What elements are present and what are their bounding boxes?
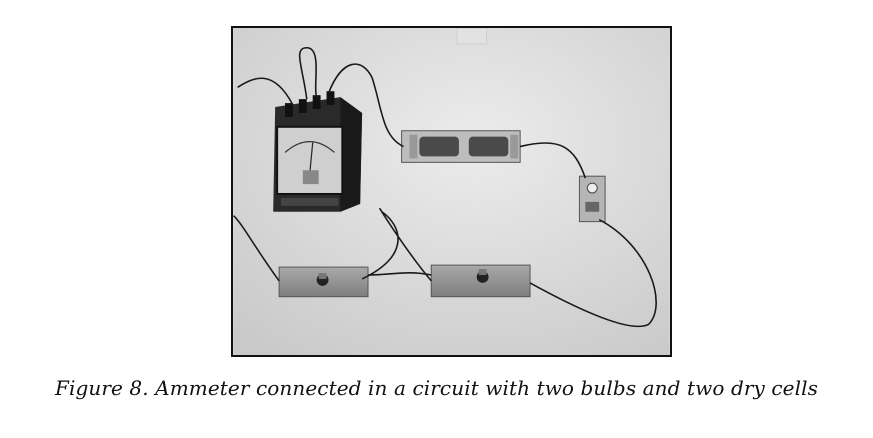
dry-cells <box>401 130 521 163</box>
circuit-photo <box>233 28 670 355</box>
bulb-board-right <box>430 264 531 298</box>
ammeter <box>273 91 363 212</box>
figure-caption: Figure 8. Ammeter connected in a circuit… <box>55 376 818 400</box>
switch <box>578 175 606 223</box>
figure-photo <box>231 26 672 357</box>
bulb-board-left <box>278 266 369 298</box>
wires <box>233 46 657 328</box>
